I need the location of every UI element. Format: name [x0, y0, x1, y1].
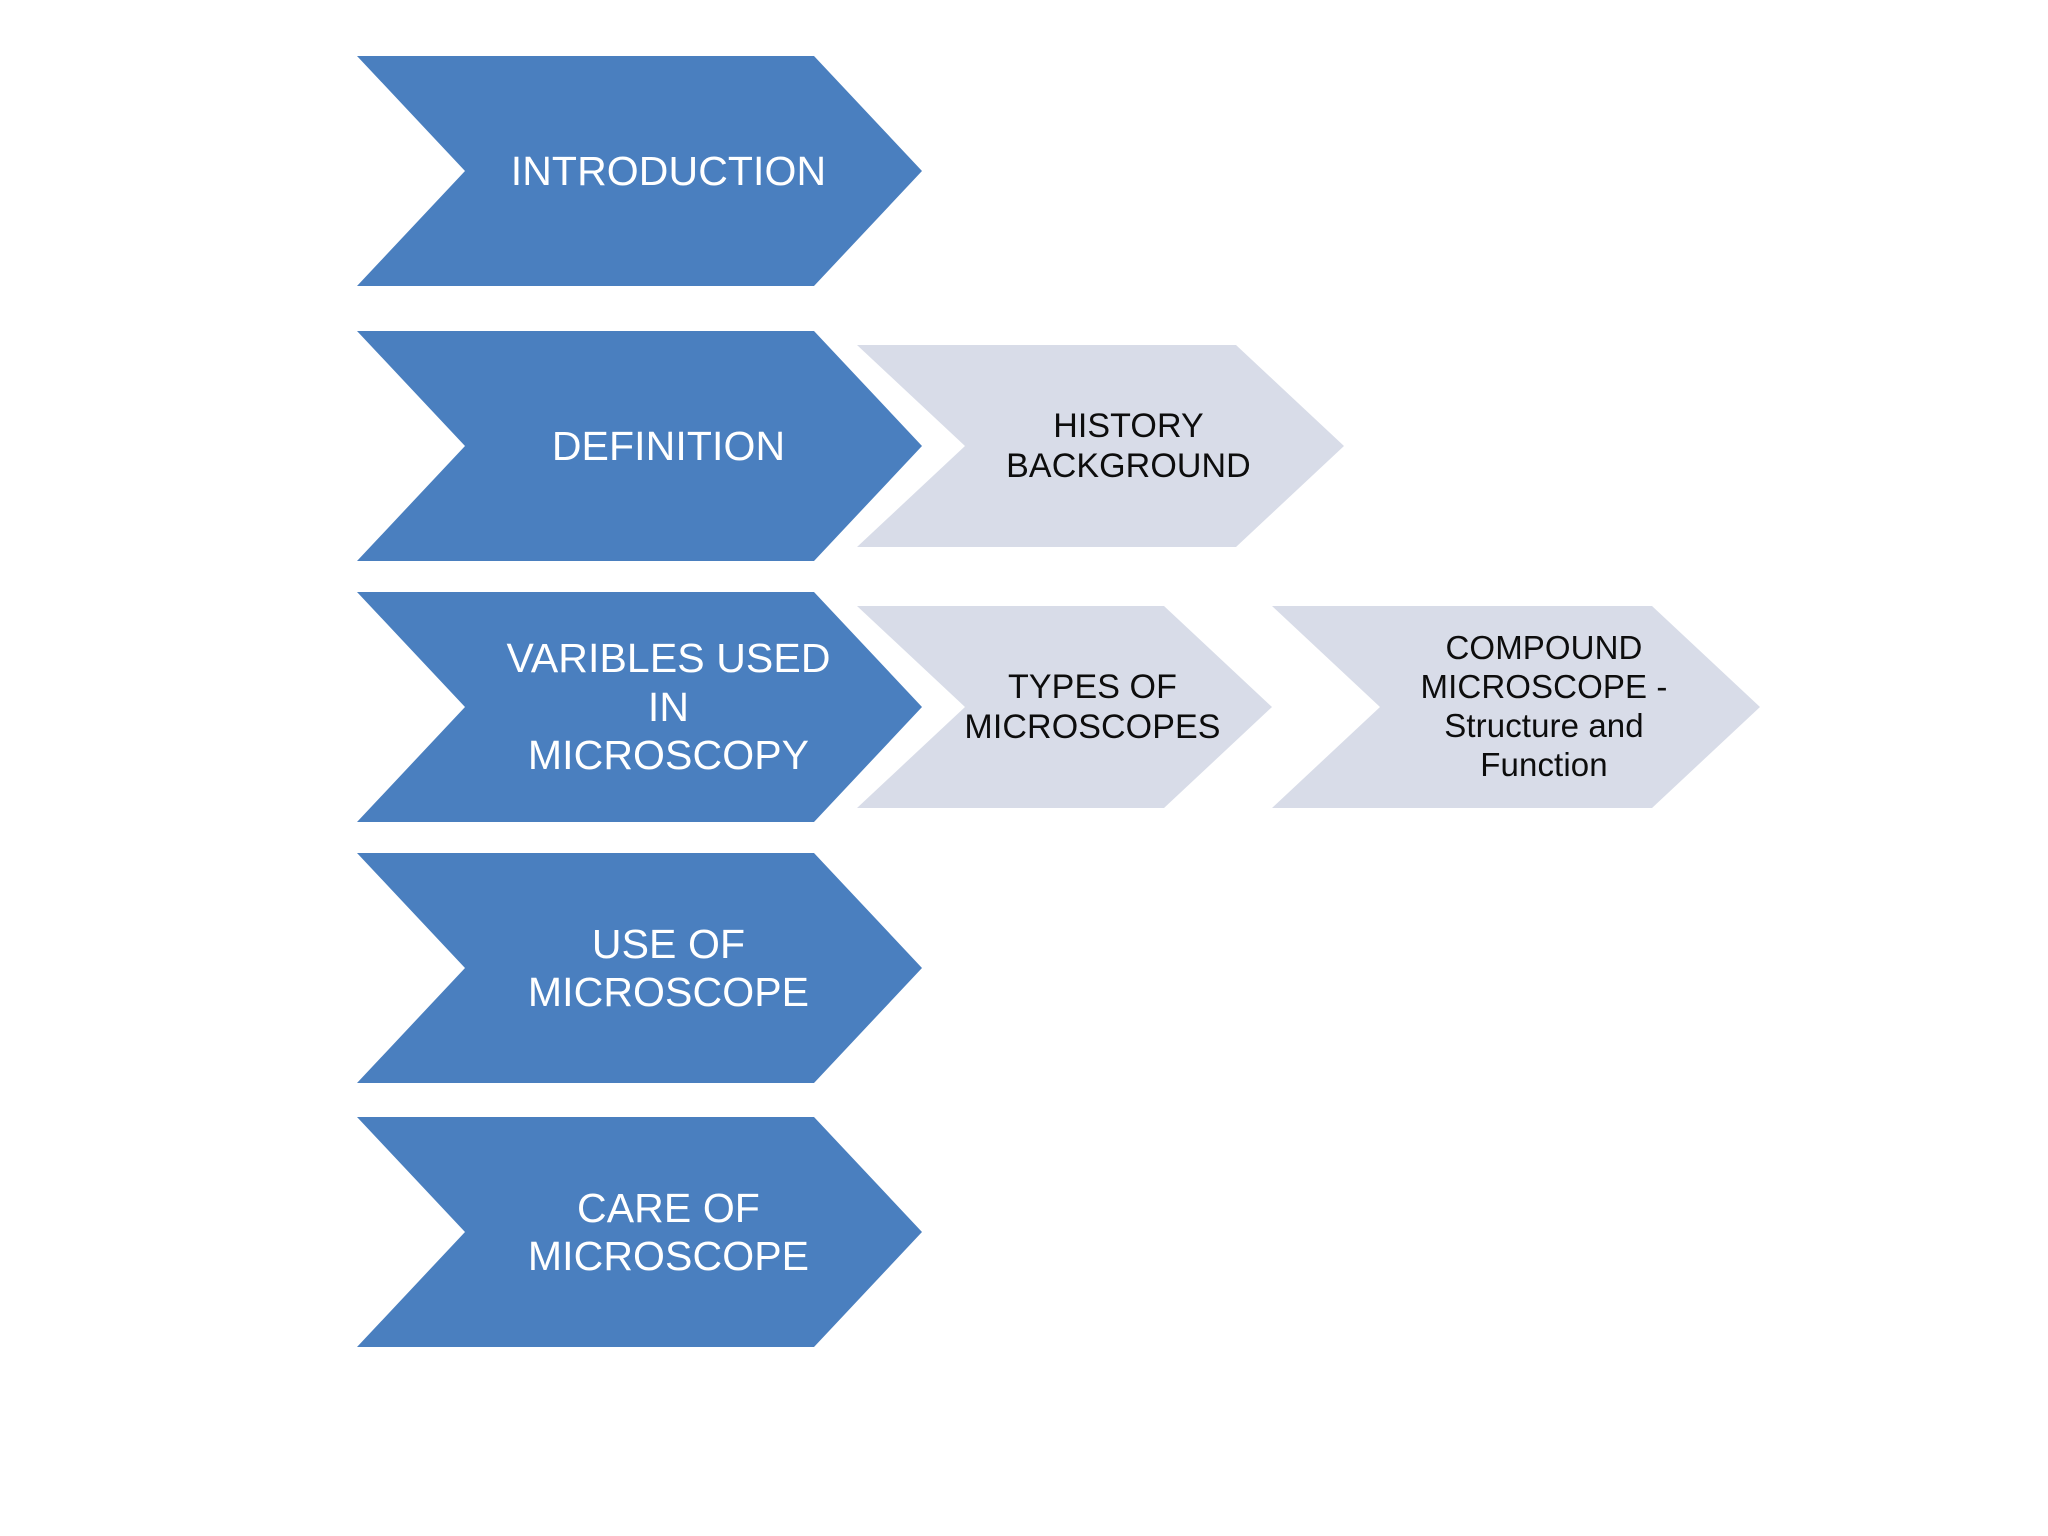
chevron-compound-microscope[interactable]: COMPOUND MICROSCOPE - Structure and Func…	[1272, 606, 1760, 808]
chevron-use-of-microscope[interactable]: USE OF MICROSCOPE	[357, 853, 922, 1083]
chevron-introduction[interactable]: INTRODUCTION	[357, 56, 922, 286]
process-row-3: VARIBLES USED IN MICROSCOPY TYPES OF MIC…	[0, 592, 2048, 822]
chevron-care-of-microscope-label: CARE OF MICROSCOPE	[527, 1184, 810, 1279]
chevron-history-background-label: HISTORY BACKGROUND	[1006, 406, 1251, 485]
chevron-definition[interactable]: DEFINITION	[357, 331, 922, 561]
chevron-introduction-label: INTRODUCTION	[510, 147, 827, 194]
process-row-5: CARE OF MICROSCOPE	[0, 1117, 2048, 1347]
chevron-compound-microscope-label: COMPOUND MICROSCOPE - Structure and Func…	[1420, 629, 1668, 783]
chevron-use-of-microscope-label: USE OF MICROSCOPE	[527, 920, 810, 1015]
chevron-care-of-microscope[interactable]: CARE OF MICROSCOPE	[357, 1117, 922, 1347]
chevron-varibles-used-in-microscopy[interactable]: VARIBLES USED IN MICROSCOPY	[357, 592, 922, 822]
chevron-definition-label: DEFINITION	[551, 422, 786, 469]
process-row-4: USE OF MICROSCOPE	[0, 853, 2048, 1083]
chevron-types-of-microscopes-label: TYPES OF MICROSCOPES	[964, 667, 1221, 746]
process-row-2: DEFINITION HISTORY BACKGROUND	[0, 331, 2048, 561]
process-row-1: INTRODUCTION	[0, 56, 2048, 286]
chevron-history-background[interactable]: HISTORY BACKGROUND	[857, 345, 1344, 547]
chevron-varibles-used-in-microscopy-label: VARIBLES USED IN MICROSCOPY	[506, 635, 831, 779]
